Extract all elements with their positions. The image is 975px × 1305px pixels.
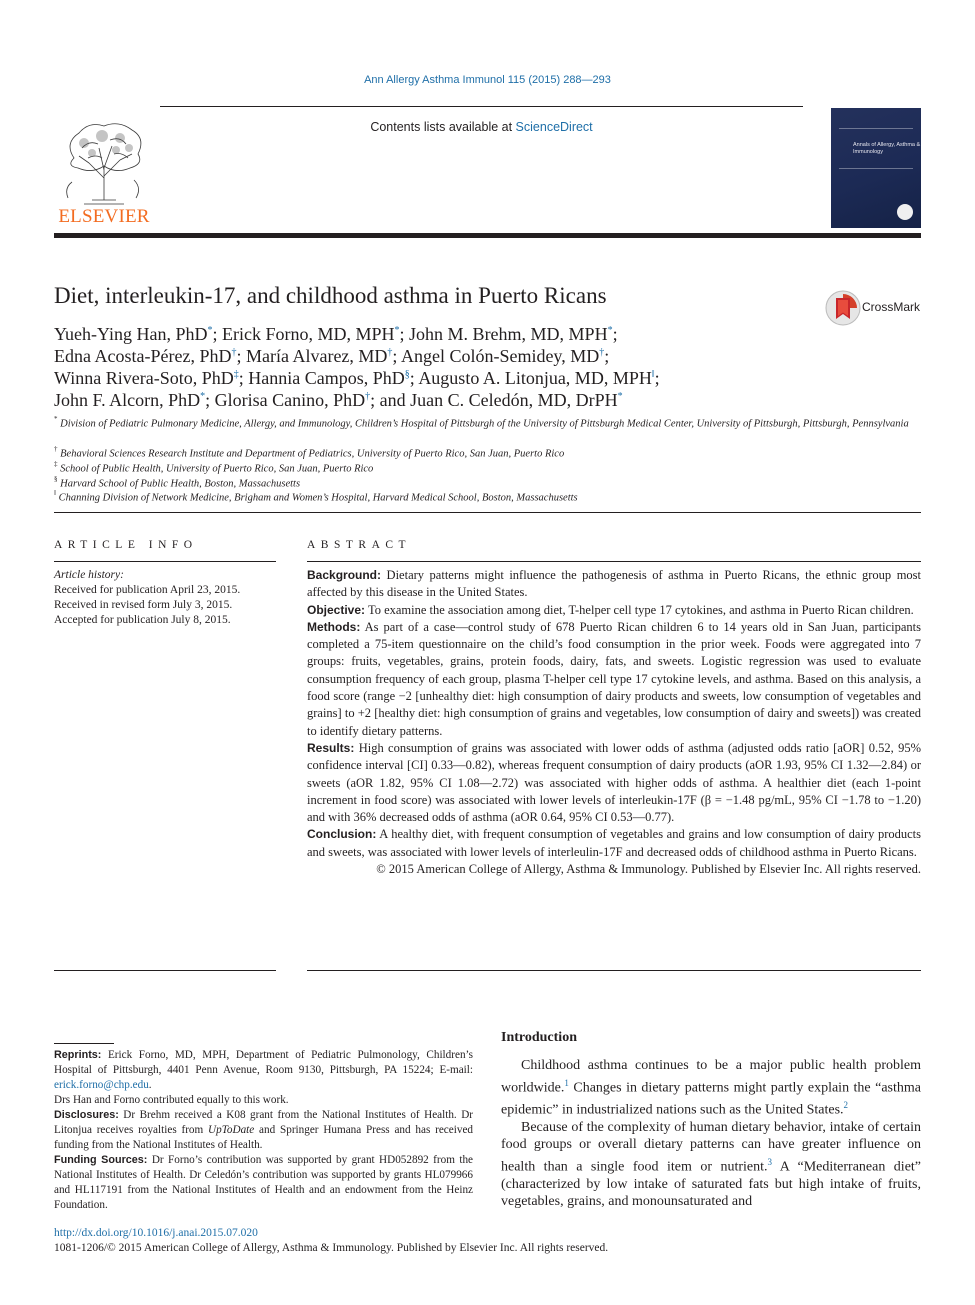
- author-separator: ;: [392, 346, 398, 366]
- author-name: Angel Colón-Semidey, MD: [400, 346, 600, 366]
- section-rule: [54, 512, 921, 513]
- author-name: Glorisa Canino, PhD: [214, 390, 366, 410]
- intro-paragraph: Because of the complexity of human dieta…: [501, 1119, 922, 1210]
- article-info-heading: ARTICLE INFO: [54, 539, 198, 551]
- contents-prefix: Contents lists available at: [370, 120, 516, 134]
- introduction-heading: Introduction: [501, 1030, 577, 1045]
- affiliation: ‡ School of Public Health, University of…: [54, 460, 374, 475]
- abstract-conclusion: Conclusion: A healthy diet, with frequen…: [307, 827, 922, 859]
- history-item: Accepted for publication July 8, 2015.: [54, 614, 231, 626]
- author-line-3: Winna Rivera-Soto, PhD‡; Hannia Campos, …: [54, 364, 660, 389]
- reference-link[interactable]: 2: [843, 1099, 849, 1110]
- equal-contribution-note: Drs Han and Forno contributed equally to…: [54, 1094, 289, 1106]
- author-name: Edna Acosta-Pérez, PhD: [54, 346, 232, 366]
- article-info-rule: [54, 561, 276, 562]
- email-link[interactable]: erick.forno@chp.edu: [54, 1079, 149, 1091]
- crossmark-icon[interactable]: [824, 289, 862, 327]
- cover-decoration: [839, 128, 913, 129]
- abstract-heading: ABSTRACT: [307, 539, 412, 551]
- author-separator: ;: [399, 324, 405, 344]
- crossmark-label[interactable]: CrossMark: [862, 300, 921, 314]
- affiliation-mark[interactable]: *: [207, 325, 213, 336]
- introduction-body: Childhood asthma continues to be a major…: [501, 1057, 921, 1211]
- affiliation-mark[interactable]: §: [404, 369, 410, 380]
- article-history: Article history: Received for publicatio…: [54, 568, 276, 628]
- reference-link[interactable]: 3: [767, 1156, 773, 1167]
- history-item: Received for publication April 23, 2015.: [54, 584, 241, 596]
- affiliation-mark[interactable]: †: [387, 347, 393, 358]
- footnotes: Reprints: Erick Forno, MD, MPH, Departme…: [54, 1048, 473, 1213]
- abstract-methods: Methods: As part of a case—control study…: [307, 619, 921, 738]
- author-line-1: Yueh-Ying Han, PhD*; Erick Forno, MD, MP…: [54, 320, 618, 345]
- abstract-copyright: © 2015 American College of Allergy, Asth…: [376, 862, 921, 877]
- elsevier-tree-logo[interactable]: [54, 118, 154, 228]
- author-separator: ;: [236, 346, 242, 366]
- abstract-background: Background: Dietary patterns might influ…: [307, 568, 922, 600]
- article-title: Diet, interleukin-17, and childhood asth…: [54, 283, 607, 308]
- affiliation-mark[interactable]: *: [394, 325, 400, 336]
- author-name: and Juan C. Celedón, MD, DrPH: [379, 390, 618, 410]
- elsevier-wordmark: ELSEVIER: [58, 206, 150, 227]
- affiliation-mark[interactable]: ‖: [651, 369, 655, 380]
- author-separator: ;: [205, 390, 211, 410]
- author-name: Winna Rivera-Soto, PhD: [54, 368, 234, 388]
- reference-link[interactable]: 1: [564, 1077, 569, 1088]
- affiliation-mark[interactable]: ‡: [233, 369, 239, 380]
- reprints-note: Reprints: Erick Forno, MD, MPH, Departme…: [54, 1049, 473, 1091]
- author-name: Erick Forno, MD, MPH: [222, 324, 395, 344]
- sciencedirect-link[interactable]: ScienceDirect: [515, 120, 593, 134]
- abstract-body: Background: Dietary patterns might influ…: [307, 567, 921, 878]
- history-heading: Article history:: [54, 569, 124, 581]
- cover-title: Annals of Allergy, Asthma & Immunology: [853, 142, 921, 155]
- author-name: Hannia Campos, PhD: [248, 368, 405, 388]
- affiliation-mark[interactable]: †: [231, 347, 237, 358]
- article-info-rule: [54, 970, 276, 971]
- funding-note: Funding Sources: Dr Forno’s contribution…: [54, 1154, 474, 1211]
- affiliation: § Harvard School of Public Health, Bosto…: [54, 475, 301, 490]
- journal-cover-image[interactable]: Annals of Allergy, Asthma & Immunology: [831, 108, 921, 228]
- abstract-rule: [307, 561, 921, 562]
- cover-decoration: [839, 168, 913, 169]
- author-separator: ;: [212, 324, 218, 344]
- footnote-rule: [54, 1043, 114, 1044]
- author-name: Augusto A. Litonjua, MD, MPH: [418, 368, 652, 388]
- affiliation: * Division of Pediatric Pulmonary Medici…: [54, 415, 909, 430]
- author-name: John M. Brehm, MD, MPH: [409, 324, 608, 344]
- author-name: Yueh-Ying Han, PhD: [54, 324, 208, 344]
- affiliation-mark[interactable]: †: [365, 391, 371, 402]
- cover-seal-icon: [897, 204, 913, 220]
- author-name: John F. Alcorn, PhD: [54, 390, 201, 410]
- author-separator: ;: [238, 368, 244, 388]
- journal-citation[interactable]: Ann Allergy Asthma Immunol 115 (2015) 28…: [364, 74, 611, 86]
- abstract-objective: Objective: To examine the association am…: [307, 602, 914, 617]
- author-separator: ;: [604, 346, 610, 366]
- author-separator: ;: [370, 390, 376, 410]
- abstract-rule: [307, 970, 921, 971]
- author-separator: ;: [409, 368, 415, 388]
- issn-copyright: 1081-1206/© 2015 American College of All…: [54, 1242, 609, 1254]
- author-separator: ;: [654, 368, 660, 388]
- affiliation-mark[interactable]: *: [200, 391, 206, 402]
- author-name: María Alvarez, MD: [245, 346, 388, 366]
- abstract-results: Results: High consumption of grains was …: [307, 740, 921, 825]
- affiliation-mark[interactable]: †: [599, 347, 605, 358]
- doi-link[interactable]: http://dx.doi.org/10.1016/j.anai.2015.07…: [54, 1227, 258, 1239]
- author-separator: ;: [612, 324, 618, 344]
- disclosures-note: Disclosures: Dr Brehm received a K08 gra…: [54, 1109, 474, 1151]
- header-rule: [160, 106, 803, 107]
- history-item: Received in revised form July 3, 2015.: [54, 599, 233, 611]
- affiliation: † Behavioral Sciences Research Institute…: [54, 445, 565, 460]
- contents-line: Contents lists available at ScienceDirec…: [160, 120, 803, 134]
- author-line-2: Edna Acosta-Pérez, PhD†; María Alvarez, …: [54, 342, 609, 367]
- affiliation-mark[interactable]: *: [607, 325, 613, 336]
- author-line-4: John F. Alcorn, PhD*; Glorisa Canino, Ph…: [54, 386, 623, 411]
- affiliation-mark[interactable]: *: [617, 391, 623, 402]
- header-thick-rule: [54, 233, 921, 238]
- affiliation: ‖ Channing Division of Network Medicine,…: [54, 489, 578, 504]
- intro-paragraph: Childhood asthma continues to be a major…: [501, 1058, 921, 1118]
